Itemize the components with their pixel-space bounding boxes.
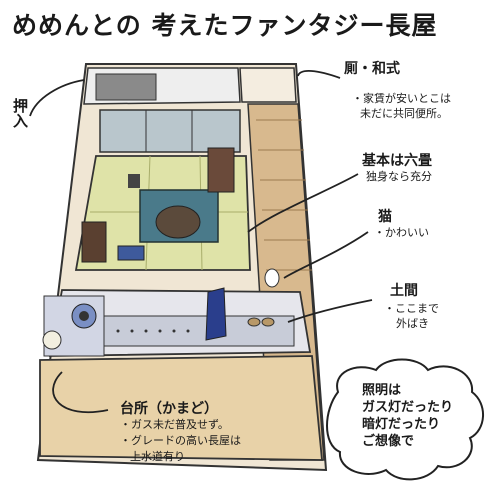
cushion (117, 245, 145, 261)
toilet-pointer (297, 70, 341, 79)
water-jar (42, 330, 62, 350)
kitchen-pointer (52, 371, 109, 414)
cat-pointer (283, 231, 369, 279)
kitchen-note-3: 上水道有り (130, 450, 185, 463)
lighting-line-2: ガス灯だったり (362, 400, 454, 415)
oshiire-label: 押入 (11, 98, 29, 128)
doma-label: 土間 (390, 283, 418, 299)
dresser (207, 147, 235, 193)
doma-note-1: ・ここまで (384, 302, 439, 315)
geta-right (261, 317, 275, 327)
page-title: めめんとの 考えたファンタジー長屋 (12, 11, 438, 40)
back-window (99, 109, 241, 153)
person-head (155, 205, 201, 239)
front-floor (39, 355, 323, 461)
lighting-cloud (326, 358, 484, 481)
toilet-label: 厠・和式 (344, 61, 400, 77)
kitchen-label: 台所（かまど） (120, 401, 218, 417)
toilet-note-1: ・家賃が安いとこは (352, 92, 451, 105)
doma-pointer (287, 299, 373, 323)
lighting-line-1: 照明は (362, 383, 402, 398)
oshiire-pointer (29, 79, 85, 117)
room-label: 基本は六畳 (362, 153, 432, 169)
room-note: 独身なら充分 (366, 170, 432, 183)
cat (264, 268, 280, 288)
lighting-line-4: ご想像で (362, 434, 415, 449)
toilet-note-2: 未だに共同便所。 (360, 107, 448, 120)
cat-label: 猫 (378, 209, 392, 225)
entry-door (205, 287, 227, 341)
lamp (128, 174, 140, 188)
geta-left (247, 317, 261, 327)
lighting-line-3: 暗灯だったり (362, 417, 441, 432)
room-pointer (247, 173, 359, 233)
toilet-block (95, 73, 157, 101)
storage-closet (239, 67, 297, 103)
doma-note-2: 外ばき (396, 317, 429, 330)
kitchen-note-1: ・ガス未だ普及せず。 (120, 418, 229, 431)
lighting-text: 照明は ガス灯だったり 暗灯だったり ご想像で (362, 382, 453, 450)
cabinet (81, 221, 107, 263)
kitchen-note-2: ・グレードの高い長屋は (120, 434, 241, 447)
cat-note: ・かわいい (374, 226, 429, 239)
